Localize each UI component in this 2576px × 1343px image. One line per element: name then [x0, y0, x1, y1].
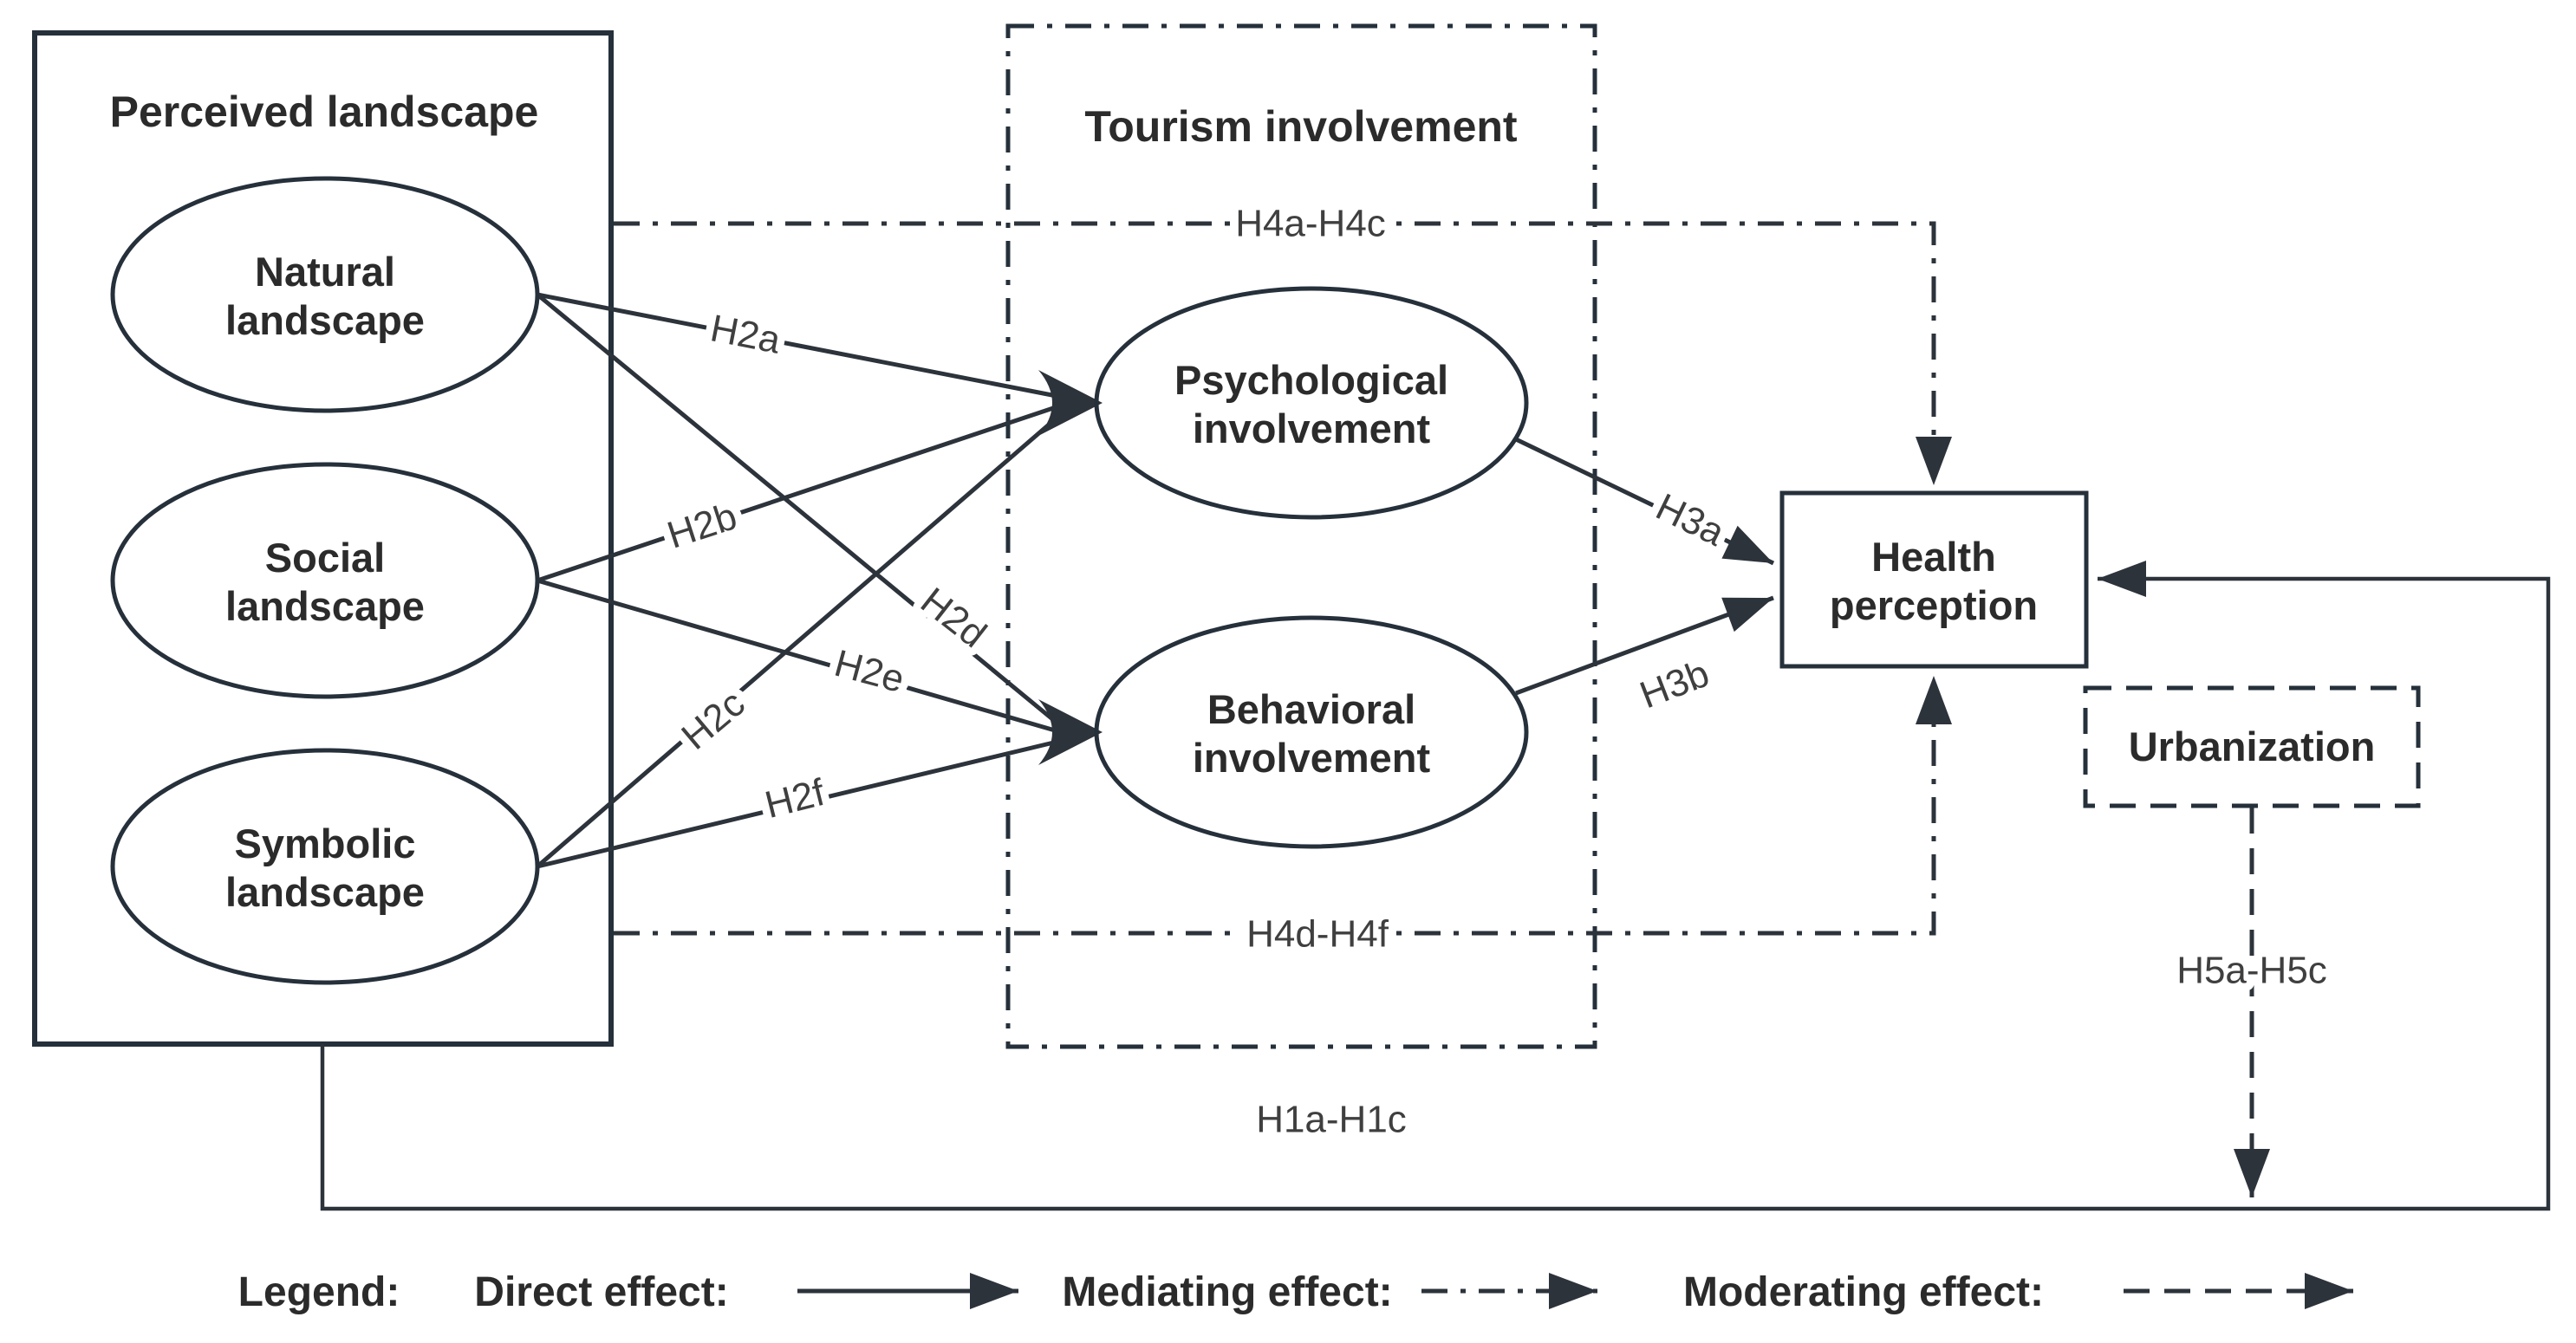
h2a-label: H2a: [707, 307, 784, 362]
h4d-h4f-label: H4d-H4f: [1246, 913, 1389, 956]
natural-landscape-label-line1: Natural: [255, 249, 395, 295]
urbanization-label: Urbanization: [2129, 723, 2376, 769]
natural-landscape-node: [110, 176, 540, 413]
line-h2d-natural-behavioral: [536, 293, 1063, 728]
h2d-label: H2d: [913, 580, 994, 656]
direct-effect-path-h1: [320, 561, 2551, 1211]
h2e-label: H2e: [830, 642, 909, 701]
tourism-involvement-group-box: [1005, 23, 1597, 1049]
urbanization-node: [2083, 685, 2421, 808]
line-h2c-symbolic-psychological: [536, 412, 1063, 868]
symbolic-landscape-node: [110, 748, 540, 985]
h2c-label: H2c: [673, 682, 752, 758]
h1a-h1c-label: H1a-H1c: [1256, 1099, 1407, 1141]
social-landscape-label-line1: Social: [265, 535, 385, 581]
tourism-involvement-title: Tourism involvement: [1084, 102, 1518, 151]
line-h2e-social-behavioral: [537, 578, 1062, 735]
natural-landscape-label-line2: landscape: [225, 297, 425, 343]
arrowhead-into-psychological: [1038, 370, 1103, 436]
h2f-label: H2f: [761, 771, 829, 827]
mediating-path-h4-bottom: [614, 676, 1952, 936]
line-h2f-symbolic-behavioral: [537, 738, 1062, 869]
behavioral-involvement-node: [1094, 615, 1529, 849]
legend-mediating-effect-label: Mediating effect:: [1062, 1269, 1392, 1315]
line-h3b-behavioral-health: [1515, 595, 1774, 696]
behavioral-involvement-label-line1: Behavioral: [1207, 686, 1415, 732]
psychological-involvement-label-line1: Psychological: [1174, 357, 1448, 403]
symbolic-landscape-label-line1: Symbolic: [235, 821, 416, 866]
psychological-involvement-node: [1094, 286, 1529, 520]
legend-moderating-effect-label: Moderating effect:: [1683, 1269, 2044, 1315]
h3a-label: H3a: [1649, 485, 1732, 555]
social-landscape-node: [110, 462, 540, 699]
mediating-path-h4-top: [614, 221, 1952, 485]
social-landscape-label-line2: landscape: [225, 583, 425, 629]
h4a-h4c-label: H4a-H4c: [1235, 203, 1386, 245]
h3b-label: H3b: [1635, 652, 1715, 717]
legend-direct-effect-label: Direct effect:: [474, 1269, 728, 1315]
health-perception-label-line2: perception: [1830, 582, 2038, 628]
line-h2a-natural-psychological: [537, 292, 1062, 399]
perceived-landscape-title: Perceived landscape: [110, 88, 539, 136]
symbolic-landscape-label-line2: landscape: [225, 869, 425, 915]
legend-title: Legend:: [238, 1269, 400, 1315]
h5a-h5c-label: H5a-H5c: [2176, 950, 2327, 992]
arrowhead-into-behavioral: [1038, 699, 1103, 765]
h2b-label: H2b: [662, 495, 742, 557]
line-h3a-psychological-health: [1514, 437, 1775, 566]
line-h2b-social-psychological: [537, 403, 1062, 583]
health-perception-node: [1779, 490, 2089, 669]
psychological-involvement-label-line2: involvement: [1193, 405, 1431, 451]
health-perception-label-line1: Health: [1871, 534, 1996, 580]
legend: Legend: Direct effect: Mediating effect:…: [238, 1269, 2353, 1315]
behavioral-involvement-label-line2: involvement: [1193, 735, 1431, 781]
